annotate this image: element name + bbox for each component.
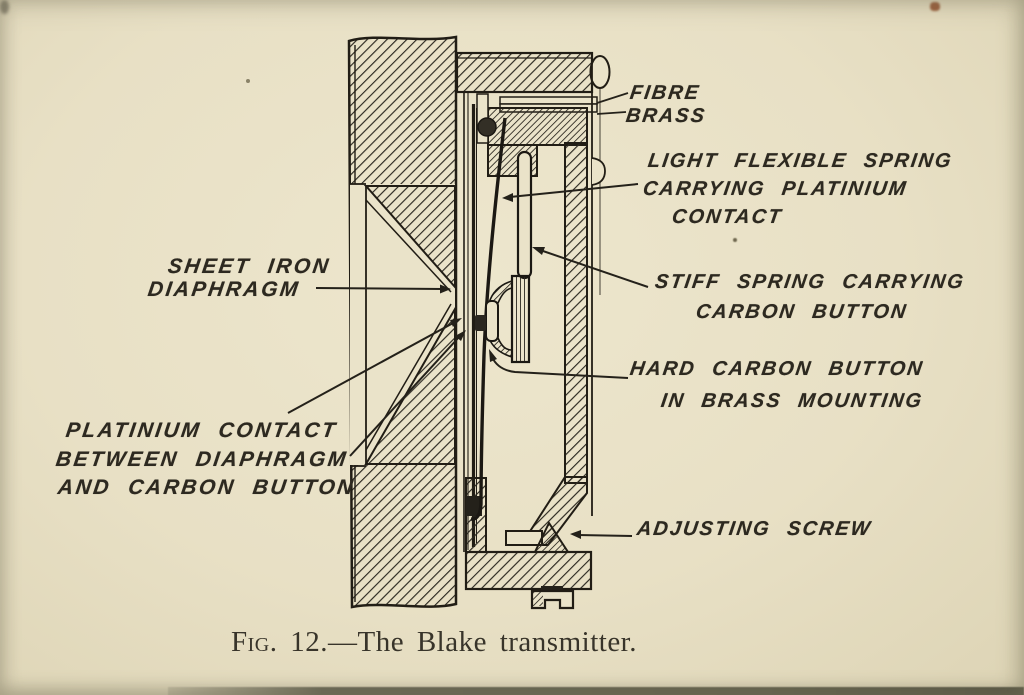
frame-right-bar bbox=[564, 142, 588, 484]
label-platinium-contact-line1: PLATINIUM CONTACT bbox=[64, 419, 339, 442]
leader-platinium-a bbox=[287, 321, 456, 414]
label-hard-carbon-button-line1: HARD CARBON BUTTON bbox=[628, 358, 926, 380]
paper-speck bbox=[733, 238, 737, 242]
platinum-contact-blob bbox=[475, 315, 486, 331]
leader-fibre bbox=[596, 92, 629, 104]
caption-fig-number: Fig. 12. bbox=[231, 626, 328, 658]
leader-platinium-b bbox=[349, 335, 461, 457]
leader-sheet-iron bbox=[315, 287, 444, 290]
light-flexible-spring-line bbox=[470, 117, 507, 521]
label-stiff-spring-line1: STIFF SPRING CARRYING bbox=[653, 271, 967, 293]
button-stem bbox=[485, 300, 499, 342]
page-edge-shadow bbox=[168, 687, 1024, 695]
carbon-button bbox=[510, 274, 531, 364]
leader-light-spring bbox=[509, 183, 639, 198]
paper-speck bbox=[246, 79, 250, 83]
spring-foot-pad bbox=[505, 530, 543, 546]
label-sheet-iron-line2: DIAPHRAGM bbox=[146, 278, 302, 301]
stiff-spring-capsule bbox=[516, 150, 533, 280]
leader-adjusting-screw bbox=[577, 534, 633, 537]
label-light-flexible-spring-line3: CONTACT bbox=[670, 206, 784, 228]
label-sheet-iron-line1: SHEET IRON bbox=[166, 255, 333, 278]
diaphragm-assembly bbox=[463, 92, 477, 552]
side-screw-bump bbox=[591, 157, 606, 186]
frame-top-bar bbox=[455, 51, 594, 94]
leader-brass bbox=[596, 111, 627, 115]
label-light-flexible-spring-line2: CARRYING PLATINIUM bbox=[641, 178, 909, 200]
paper-stain bbox=[930, 2, 940, 11]
label-adjusting-screw: ADJUSTING SCREW bbox=[635, 518, 874, 540]
wood-case-cross-section bbox=[347, 35, 458, 609]
brass-mounting-upper bbox=[487, 279, 513, 304]
cone-upper-wall bbox=[363, 185, 456, 290]
frame-bolt-head bbox=[589, 55, 611, 89]
label-platinium-contact-line2: BETWEEN DIAPHRAGM bbox=[54, 448, 350, 471]
frame-bottom-bracket bbox=[464, 550, 593, 591]
spring-lower-clamp bbox=[466, 496, 482, 516]
figure-caption: Fig. 12.—The Blake transmitter. bbox=[231, 626, 637, 659]
label-hard-carbon-button-line2: IN BRASS MOUNTING bbox=[659, 390, 925, 412]
cone-lower-wall bbox=[364, 305, 456, 465]
leader-lines bbox=[287, 92, 649, 539]
paper-corner-mark bbox=[0, 0, 9, 14]
spring-and-button-assembly bbox=[470, 117, 533, 521]
clamp-screw-head bbox=[477, 117, 497, 137]
label-light-flexible-spring-line1: LIGHT FLEXIBLE SPRING bbox=[646, 150, 955, 172]
caption-title: —The Blake transmitter. bbox=[327, 626, 637, 658]
label-stiff-spring-line2: CARBON BUTTON bbox=[694, 301, 909, 323]
label-platinium-contact-line3: AND CARBON BUTTON bbox=[56, 476, 357, 499]
fibre-strip bbox=[499, 96, 598, 105]
leader-stiff-spring bbox=[539, 249, 649, 288]
label-fibre: FIBRE bbox=[628, 82, 702, 104]
label-brass: BRASS bbox=[624, 105, 708, 127]
